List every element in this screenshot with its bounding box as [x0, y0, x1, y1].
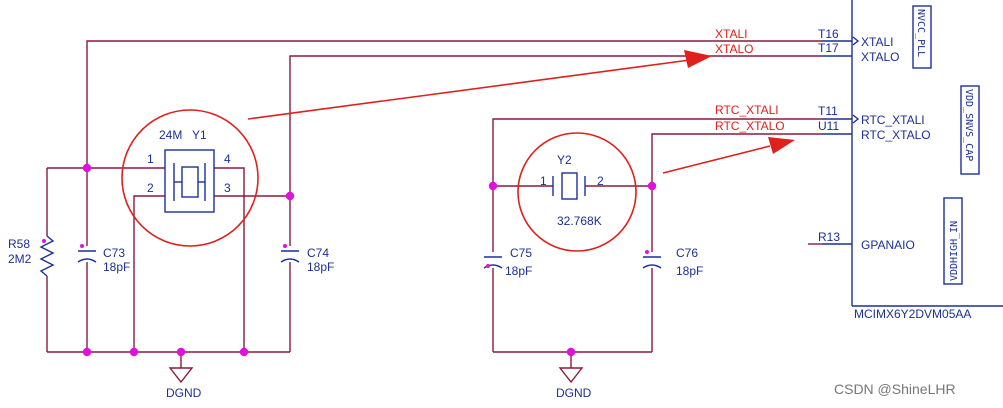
resistor-r58-ref: R58: [8, 237, 30, 251]
ic-pin-name-rtc-xtali: RTC_XTALI: [861, 113, 925, 127]
annotation-arrow-rtc: [662, 137, 795, 174]
crystal-y2-symbol: [552, 172, 586, 200]
ic-pin-name-rtc-xtalo: RTC_XTALO: [861, 128, 931, 142]
resistor-r58-value: 2M2: [8, 252, 32, 266]
wires-rtc: [492, 118, 822, 368]
capacitor-c76-value: 18pF: [676, 264, 703, 278]
capacitor-c74-value: 18pF: [307, 260, 334, 274]
ic-body: [822, 0, 1003, 307]
ic-pin-num-t17: T17: [818, 41, 839, 55]
crystal-y1-ref: Y1: [192, 128, 207, 142]
net-label-xtalo: XTALO: [715, 42, 753, 56]
ic-pin-num-r13: R13: [818, 230, 840, 244]
crystal-y1-pin1: 1: [147, 152, 154, 166]
capacitor-c76-symbol: [642, 250, 662, 269]
capacitor-c74-ref: C74: [307, 246, 329, 260]
highlight-circle-y2: [517, 132, 637, 252]
capacitor-c75-symbol: [483, 256, 503, 269]
ic-power-label-nvcc-pll: NVCC_PLL: [915, 9, 926, 57]
net-label-rtc-xtali: RTC_XTALI: [715, 103, 779, 117]
wires-24m: [46, 40, 822, 368]
ic-pin-name-xtalo: XTALO: [861, 50, 899, 64]
net-label-rtc-xtalo: RTC_XTALO: [715, 119, 785, 133]
capacitor-c75-value: 18pF: [505, 264, 532, 278]
ground-symbol-2: [558, 367, 584, 384]
ic-power-label-vdd-snvs-cap: VDD_SNVS_CAP: [963, 89, 974, 161]
highlight-circle-y1: [121, 109, 259, 247]
capacitor-c76-ref: C76: [676, 246, 698, 260]
crystal-y2-pin1: 1: [540, 174, 547, 188]
capacitor-c73-ref: C73: [103, 246, 125, 260]
ic-pin-name-gpanaio: GPANAIO: [861, 238, 915, 252]
crystal-y2-value: 32.768K: [557, 214, 602, 228]
capacitor-c75-ref: C75: [510, 246, 532, 260]
crystal-y1-pin3: 3: [224, 181, 231, 195]
ic-power-label-vddhigh-in: VDDHIGH_IN: [949, 221, 960, 281]
ic-pin-num-u11: U11: [818, 119, 839, 133]
ic-part-number: MCIMX6Y2DVM05AA: [854, 307, 971, 321]
ic-pin-num-t11: T11: [818, 104, 838, 118]
crystal-y1-symbol: [164, 149, 215, 213]
capacitor-c73-symbol: [77, 244, 97, 263]
crystal-y1-value: 24M: [159, 128, 182, 142]
ground-symbol-1: [168, 367, 194, 384]
crystal-y2-pin2: 2: [597, 174, 604, 188]
ic-pin-name-xtali: XTALI: [861, 35, 893, 49]
net-label-xtali: XTALI: [715, 27, 747, 41]
watermark: CSDN @ShineLHR: [834, 381, 956, 397]
capacitor-c73-value: 18pF: [103, 260, 130, 274]
crystal-y2-ref: Y2: [557, 153, 572, 167]
ground-label-2: DGND: [556, 386, 592, 400]
resistor-r58-pin-marker: [42, 239, 46, 243]
junction-dots: [82, 163, 657, 357]
ic-pin-num-t16: T16: [818, 27, 839, 41]
annotation-arrow-xtal: [247, 50, 712, 120]
crystal-y1-pin2: 2: [147, 181, 154, 195]
ground-label-1: DGND: [166, 386, 202, 400]
resistor-r58-symbol: [39, 235, 55, 277]
capacitor-c74-symbol: [280, 244, 300, 263]
crystal-y1-pin4: 4: [224, 152, 231, 166]
